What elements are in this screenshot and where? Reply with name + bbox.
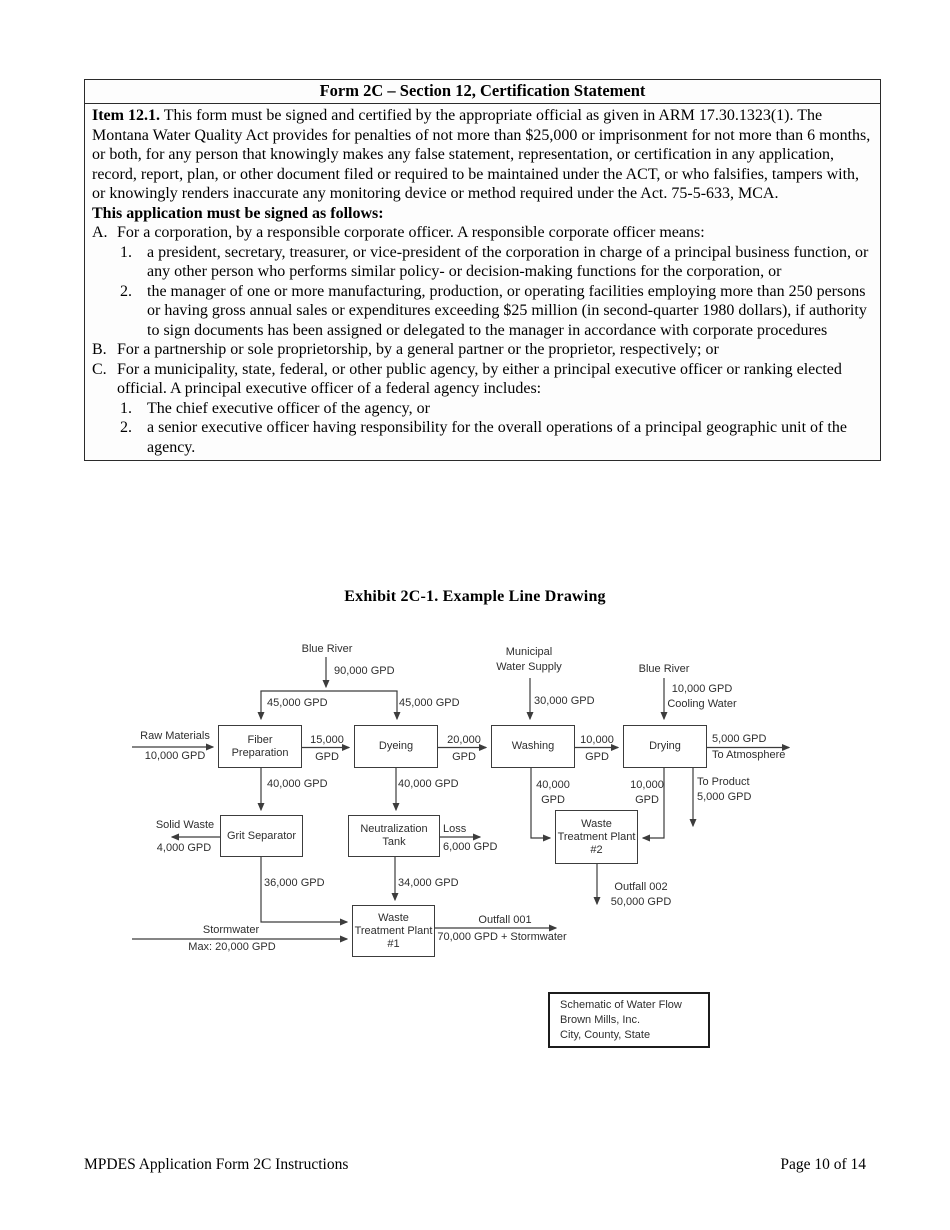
list-item-B-text: For a partnership or sole proprietorship… (117, 341, 719, 358)
list-item-C-text: For a municipality, state, federal, or o… (117, 360, 842, 398)
certification-box-title: Form 2C – Section 12, Certification Stat… (85, 80, 880, 104)
node-fiber-preparation: Fiber Preparation (218, 725, 302, 768)
certification-box: Form 2C – Section 12, Certification Stat… (84, 79, 881, 461)
node-grit-separator: Grit Separator (220, 815, 303, 857)
exhibit-title: Exhibit 2C-1. Example Line Drawing (344, 588, 606, 605)
node-washing: Washing (491, 725, 575, 768)
list-item-A: A. For a corporation, by a responsible c… (92, 223, 872, 243)
list-item-A2-text: the manager of one or more manufacturing… (147, 282, 867, 339)
label-36000-gpd: 36,000 GPD (264, 877, 325, 889)
label-10000: 10,000 (580, 734, 614, 746)
label-municipal-water-supply: Municipal Water Supply (496, 646, 562, 673)
footer-page-number: Page 10 of 14 (780, 1156, 866, 1173)
list-item-A-label: A. (92, 224, 108, 241)
list-item-A-text: For a corporation, by a responsible corp… (117, 224, 705, 241)
label-outfall-002: Outfall 002 50,000 GPD (610, 881, 672, 908)
label-10000-gpd-unit: GPD (585, 751, 609, 763)
node-waste-treatment-plant-2: Waste Treatment Plant #2 (555, 810, 638, 864)
list-item-C1-text: The chief executive officer of the agenc… (147, 399, 430, 417)
legend-box: Schematic of Water Flow Brown Mills, Inc… (548, 992, 710, 1048)
node-waste-treatment-plant-1: Waste Treatment Plant #1 (352, 905, 435, 957)
label-10000-gpd-raw: 10,000 GPD (144, 750, 206, 762)
list-item-A2-label: 2. (120, 282, 132, 300)
label-5000-gpd: 5,000 GPD (712, 733, 767, 745)
label-45000-gpd-left: 45,000 GPD (267, 697, 328, 709)
label-to-product: To Product 5,000 GPD (697, 776, 752, 803)
list-item-A1-text: a president, secretary, treasurer, or vi… (147, 243, 869, 281)
label-outfall-001: Outfall 001 (478, 914, 532, 926)
label-40000-gpd-dyeing: 40,000 GPD (398, 778, 459, 790)
label-30000-gpd: 30,000 GPD (534, 695, 595, 707)
label-blue-river-left: Blue River (301, 643, 353, 655)
label-stormwater: Stormwater (202, 924, 260, 936)
list-item-C-label: C. (92, 360, 107, 378)
list-item-C2-text: a senior executive officer having respon… (147, 419, 847, 456)
list-item-B: B. For a partnership or sole proprietors… (92, 340, 872, 360)
signing-heading: This application must be signed as follo… (92, 204, 384, 222)
label-loss: Loss (443, 823, 467, 835)
label-stormwater-max: Max: 20,000 GPD (188, 941, 276, 953)
label-to-atmosphere: To Atmosphere (712, 749, 786, 761)
label-outfall-001-flow: 70,000 GPD + Stormwater (437, 931, 567, 943)
list-item-C: C. For a municipality, state, federal, o… (92, 360, 872, 399)
list-item-A2: 2. the manager of one or more manufactur… (120, 282, 872, 341)
legend-line-3: City, County, State (560, 1029, 651, 1041)
list-item-B-label: B. (92, 341, 107, 358)
node-dyeing: Dyeing (354, 725, 438, 768)
label-15000: 15,000 (310, 734, 344, 746)
node-drying: Drying (623, 725, 707, 768)
list-item-C1: 1. The chief executive officer of the ag… (120, 399, 872, 419)
item-12-1-paragraph: Item 12.1. This form must be signed and … (92, 106, 872, 204)
label-cooling-water: 10,000 GPD Cooling Water (667, 683, 737, 710)
label-raw-materials: Raw Materials (140, 730, 210, 742)
node-neutralization-tank: Neutralization Tank (348, 815, 440, 857)
list-item-C1-label: 1. (120, 399, 132, 417)
label-15000-gpd-unit: GPD (315, 751, 339, 763)
legend-line-2: Brown Mills, Inc. (560, 1014, 641, 1026)
label-blue-river-right: Blue River (638, 663, 690, 675)
label-solid-waste: Solid Waste (155, 819, 215, 831)
label-90000-gpd: 90,000 GPD (334, 665, 395, 677)
list-item-C2: 2. a senior executive officer having res… (120, 418, 872, 457)
list-item-C2-label: 2. (120, 419, 132, 436)
label-40000-gpd-washing: 40,000 GPD (536, 779, 570, 806)
footer-document-title: MPDES Application Form 2C Instructions (84, 1156, 349, 1173)
item-12-1-text: This form must be signed and certified b… (92, 107, 871, 202)
label-4000-gpd: 4,000 GPD (156, 842, 212, 854)
label-34000-gpd: 34,000 GPD (398, 877, 459, 889)
label-10000-gpd-drying: 10,000 GPD (630, 779, 664, 806)
label-45000-gpd-right: 45,000 GPD (399, 697, 460, 709)
item-12-1-label: Item 12.1. (92, 107, 160, 124)
label-20000: 20,000 (447, 734, 481, 746)
label-40000-gpd-fiber: 40,000 GPD (267, 778, 328, 790)
list-item-A1-label: 1. (120, 243, 132, 261)
label-20000-gpd-unit: GPD (452, 751, 476, 763)
legend-line-1: Schematic of Water Flow (560, 999, 682, 1011)
label-6000-gpd: 6,000 GPD (443, 841, 498, 853)
list-item-A1: 1. a president, secretary, treasurer, or… (120, 243, 872, 282)
certification-box-body: Item 12.1. This form must be signed and … (85, 104, 880, 460)
